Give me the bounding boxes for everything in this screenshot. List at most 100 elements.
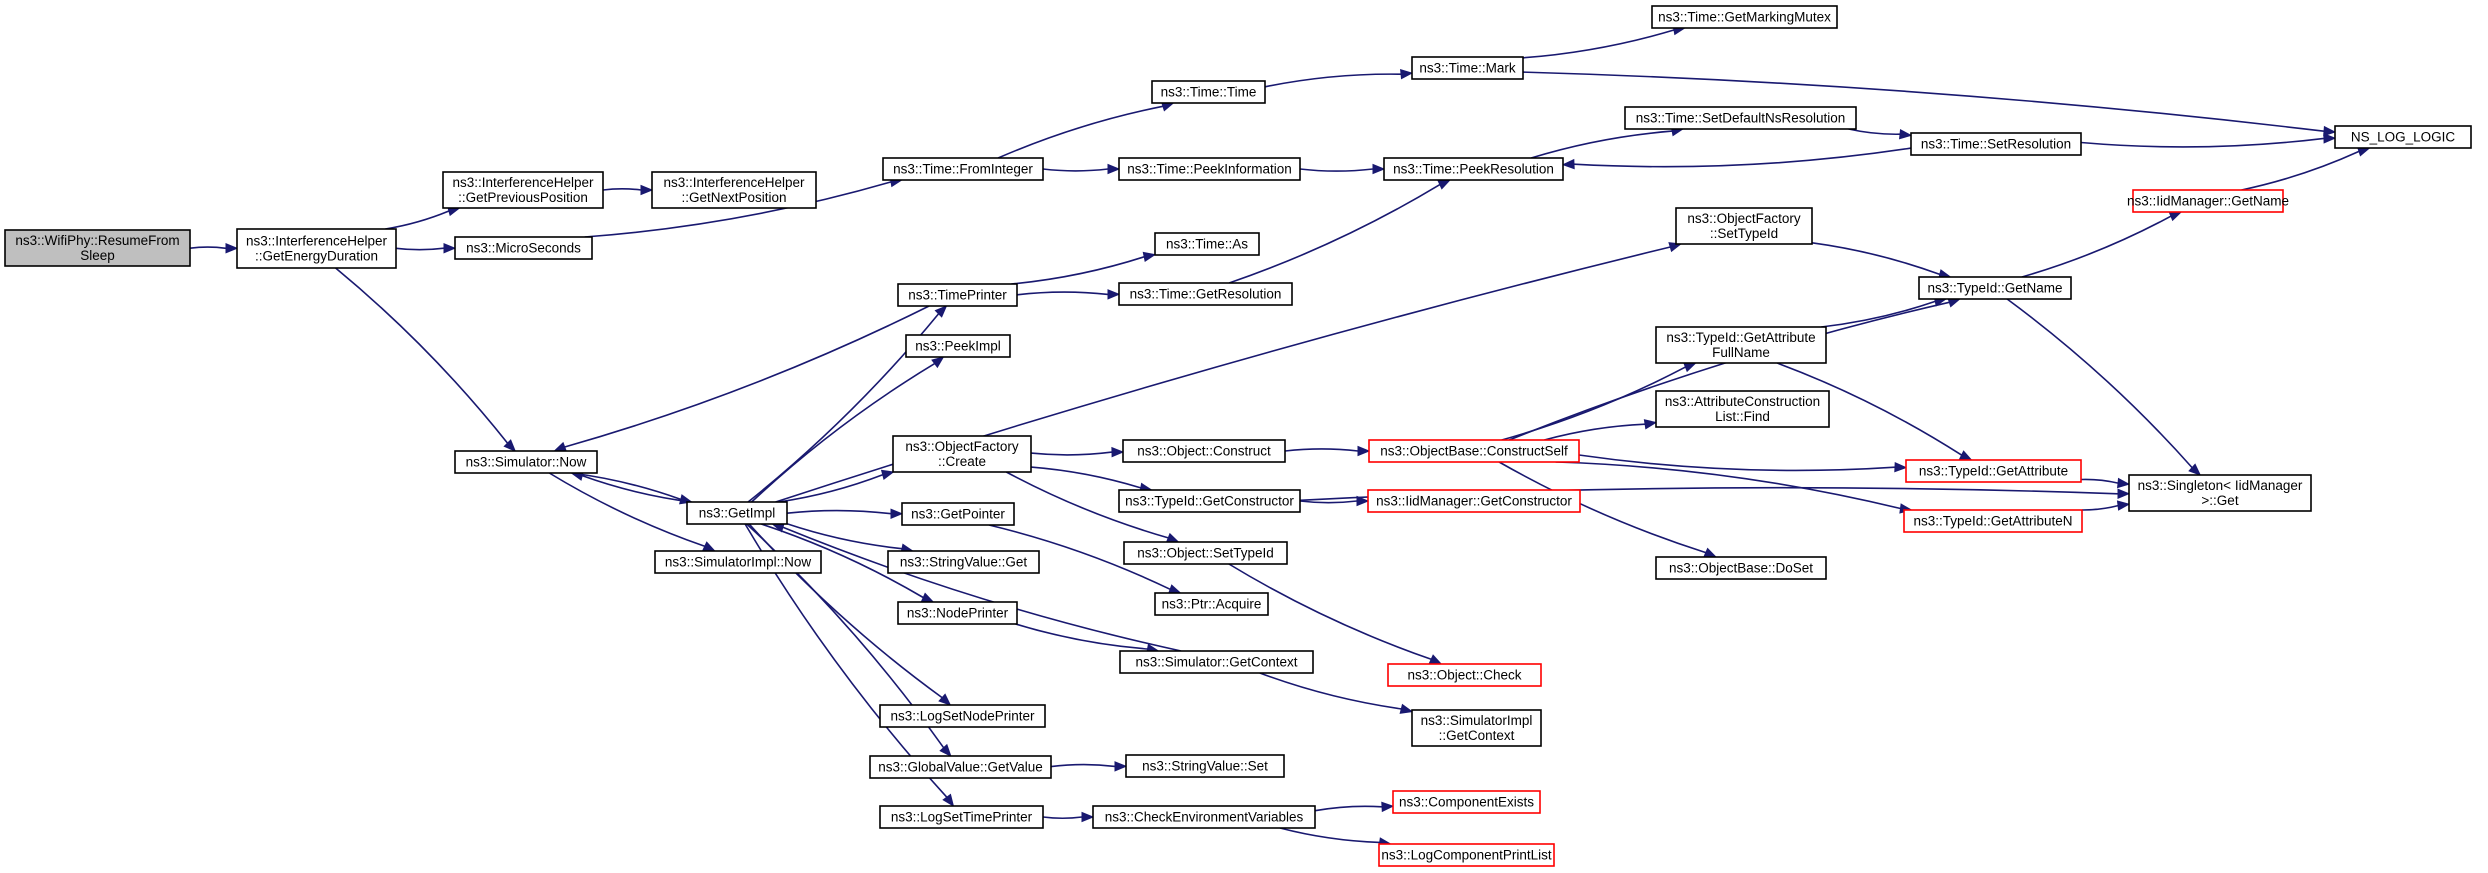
node-box bbox=[901, 502, 1015, 526]
node-logcomplist[interactable]: ns3::LogComponentPrintList bbox=[1378, 843, 1555, 867]
node-box bbox=[1154, 232, 1260, 256]
edge-line bbox=[602, 188, 642, 191]
node-peekinfo[interactable]: ns3::Time::PeekInformation bbox=[1118, 157, 1301, 181]
node-gvget[interactable]: ns3::GlobalValue::GetValue bbox=[869, 755, 1052, 779]
node-box bbox=[1092, 805, 1316, 829]
node-setdefault[interactable]: ns3::Time::SetDefaultNsResolution bbox=[1624, 106, 1857, 130]
node-checkenv[interactable]: ns3::CheckEnvironmentVariables bbox=[1092, 805, 1316, 829]
node-label: ::SetTypeId bbox=[1710, 226, 1778, 241]
edge-arrowhead bbox=[1428, 654, 1443, 665]
node-ged[interactable]: ns3::InterferenceHelper::GetEnergyDurati… bbox=[236, 228, 397, 269]
node-peekres[interactable]: ns3::Time::PeekResolution bbox=[1383, 157, 1564, 181]
node-simgetctx[interactable]: ns3::Simulator::GetContext bbox=[1119, 650, 1314, 674]
node-nslog[interactable]: NS_LOG_LOGIC bbox=[2334, 125, 2472, 149]
node-box bbox=[905, 334, 1011, 358]
node-ofsettid[interactable]: ns3::ObjectFactory::SetTypeId bbox=[1675, 207, 1813, 245]
edge-line bbox=[1821, 300, 1936, 328]
node-objsettid[interactable]: ns3::Object::SetTypeId bbox=[1123, 541, 1288, 565]
node-timetime[interactable]: ns3::Time::Time bbox=[1151, 80, 1266, 104]
node-box bbox=[1151, 80, 1266, 104]
edge-line bbox=[2021, 215, 2172, 278]
edge-arrowhead bbox=[2116, 500, 2131, 511]
node-setres[interactable]: ns3::Time::SetResolution bbox=[1910, 132, 2082, 156]
node-getimpl[interactable]: ns3::GetImpl bbox=[686, 501, 788, 525]
node-label: ns3::ObjectFactory bbox=[1687, 211, 1801, 226]
node-frominteger[interactable]: ns3::Time::FromInteger bbox=[882, 157, 1044, 181]
node-label: ns3::CheckEnvironmentVariables bbox=[1105, 810, 1304, 825]
node-compexists[interactable]: ns3::ComponentExists bbox=[1392, 790, 1541, 814]
edge-arrowhead bbox=[931, 356, 945, 369]
edge-mark-to-mutex bbox=[1522, 24, 1687, 59]
edge-setres-to-nslog bbox=[2080, 133, 2337, 148]
node-ptracquire[interactable]: ns3::Ptr::Acquire bbox=[1154, 592, 1269, 616]
node-singleton[interactable]: ns3::Singleton< IidManager >::Get bbox=[2128, 474, 2312, 512]
node-obconstructself[interactable]: ns3::ObjectBase::ConstructSelf bbox=[1368, 439, 1580, 463]
node-iidgetname[interactable]: ns3::IidManager::GetName bbox=[2127, 189, 2289, 213]
node-label: ns3::Simulator::GetContext bbox=[1135, 655, 1297, 670]
node-gpp[interactable]: ns3::InterferenceHelper::GetPreviousPosi… bbox=[442, 171, 604, 209]
node-tidgetctor[interactable]: ns3::TypeId::GetConstructor bbox=[1118, 489, 1301, 513]
node-gnp[interactable]: ns3::InterferenceHelper::GetNextPosition bbox=[651, 171, 817, 209]
node-simnow[interactable]: ns3::Simulator::Now bbox=[454, 450, 598, 474]
node-svset[interactable]: ns3::StringValue::Set bbox=[1125, 754, 1285, 778]
node-label: ns3::StringValue::Set bbox=[1142, 759, 1268, 774]
node-logsettime[interactable]: ns3::LogSetTimePrinter bbox=[879, 805, 1044, 829]
node-box bbox=[897, 283, 1018, 307]
node-box bbox=[1918, 276, 2072, 300]
node-label: ns3::Time::GetResolution bbox=[1130, 287, 1282, 302]
edge-line bbox=[1011, 256, 1145, 285]
edge-tidgetattrn-to-singleton bbox=[2081, 500, 2131, 511]
node-box bbox=[1675, 207, 1813, 245]
edge-arrowhead bbox=[939, 743, 952, 757]
node-mutex[interactable]: ns3::Time::GetMarkingMutex bbox=[1651, 5, 1838, 29]
node-label: ns3::ObjectBase::DoSet bbox=[1669, 561, 1813, 576]
node-mark[interactable]: ns3::Time::Mark bbox=[1411, 56, 1524, 80]
node-box bbox=[454, 450, 598, 474]
node-objcheck[interactable]: ns3::Object::Check bbox=[1387, 663, 1542, 687]
node-nodeprinter[interactable]: ns3::NodePrinter bbox=[897, 601, 1018, 625]
edge-arrowhead bbox=[640, 184, 654, 196]
node-tidgetattr[interactable]: ns3::TypeId::GetAttribute bbox=[1905, 459, 2082, 483]
node-timeas[interactable]: ns3::Time::As bbox=[1154, 232, 1260, 256]
edge-tidgetctor-to-iidgetctor bbox=[1299, 495, 1370, 507]
node-label: ns3::GetImpl bbox=[699, 506, 776, 521]
node-label: >::Get bbox=[2201, 493, 2238, 508]
node-label: ns3::SimulatorImpl bbox=[1421, 713, 1533, 728]
node-label: ns3::WifiPhy::ResumeFrom bbox=[15, 233, 179, 248]
node-iidgetctor[interactable]: ns3::IidManager::GetConstructor bbox=[1367, 489, 1581, 513]
edge-timeprinter-to-getres bbox=[1016, 289, 1121, 300]
node-svget[interactable]: ns3::StringValue::Get bbox=[887, 550, 1040, 574]
edge-line bbox=[335, 267, 509, 444]
node-timeprinter[interactable]: ns3::TimePrinter bbox=[897, 283, 1018, 307]
node-box bbox=[1910, 132, 2082, 156]
edge-timeprinter-to-timeas bbox=[1011, 251, 1157, 285]
edge-ged-to-micro bbox=[395, 242, 457, 254]
node-getpointer[interactable]: ns3::GetPointer bbox=[901, 502, 1015, 526]
node-obdoset[interactable]: ns3::ObjectBase::DoSet bbox=[1655, 556, 1827, 580]
edge-arrowhead bbox=[1381, 801, 1395, 813]
node-ofcreate[interactable]: ns3::ObjectFactory::Create bbox=[892, 435, 1032, 473]
node-tidgetattrn[interactable]: ns3::TypeId::GetAttributeN bbox=[1903, 509, 2083, 533]
edge-line bbox=[1016, 291, 1109, 296]
node-box bbox=[1367, 489, 1581, 513]
node-tidgetname[interactable]: ns3::TypeId::GetName bbox=[1918, 276, 2072, 300]
edge-arrowhead bbox=[1142, 251, 1157, 263]
edge-tidgetattr-to-singleton bbox=[2080, 477, 2131, 489]
node-logsetnode[interactable]: ns3::LogSetNodePrinter bbox=[879, 704, 1046, 728]
edge-getimpl-to-peekimpl bbox=[751, 356, 945, 503]
edge-ofcreate-to-objconstruct bbox=[1030, 446, 1125, 458]
node-getres[interactable]: ns3::Time::GetResolution bbox=[1118, 282, 1293, 306]
edge-getres-to-peekres bbox=[1228, 179, 1452, 284]
edge-iidgetname-to-nslog bbox=[2241, 146, 2371, 191]
node-label: ns3::ObjectBase::ConstructSelf bbox=[1380, 444, 1568, 459]
node-objconstruct[interactable]: ns3::Object::Construct bbox=[1122, 439, 1286, 463]
node-micro[interactable]: ns3::MicroSeconds bbox=[454, 236, 593, 260]
node-peekimpl[interactable]: ns3::PeekImpl bbox=[905, 334, 1011, 358]
node-box bbox=[879, 704, 1046, 728]
edge-line bbox=[1279, 827, 1380, 844]
node-simimplctx[interactable]: ns3::SimulatorImpl::GetContext bbox=[1411, 709, 1542, 747]
node-simimplnow[interactable]: ns3::SimulatorImpl::Now bbox=[654, 550, 822, 574]
